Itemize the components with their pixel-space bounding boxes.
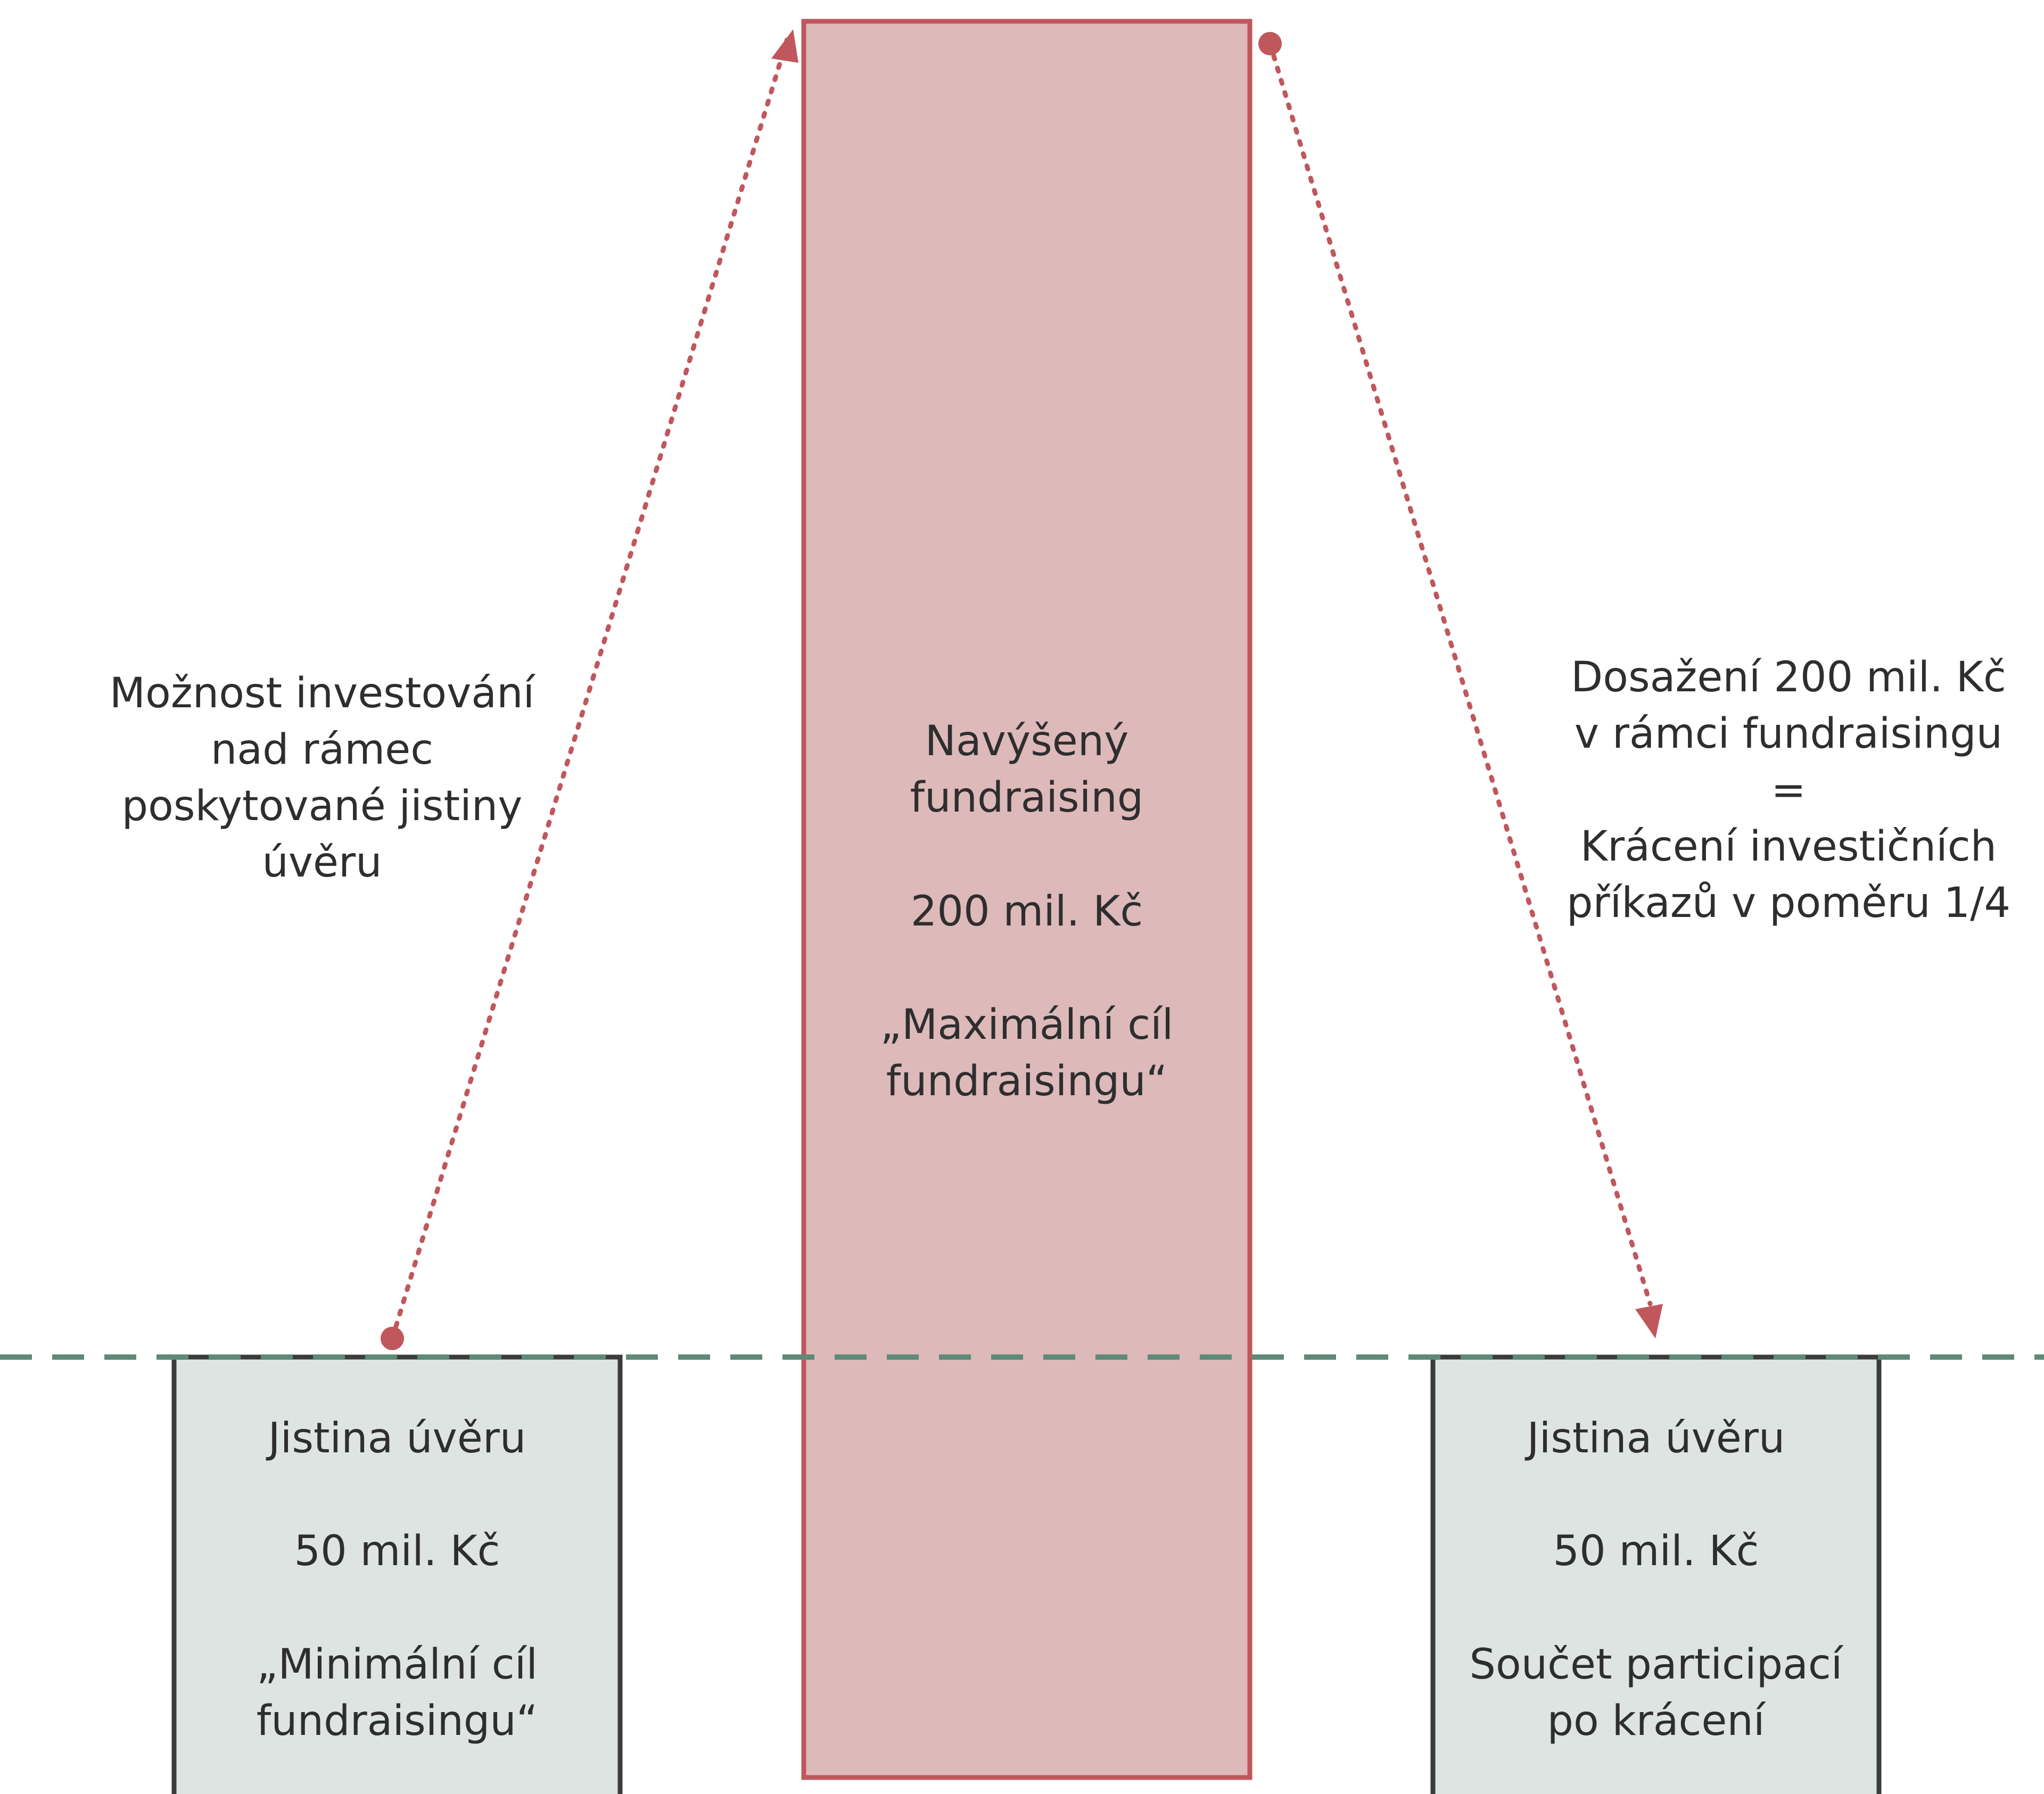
left-arrowhead [771, 29, 798, 63]
right-principal-box [1430, 1354, 1882, 1794]
right-box-amount: 50 mil. Kč [1553, 1527, 1759, 1575]
right-arrowhead [1635, 1304, 1663, 1338]
left-principal-box [171, 1354, 623, 1794]
right-box-title: Jistina úvěru [1527, 1415, 1785, 1462]
tall-box-caption: „Maximální cíl fundraisingu“ [880, 1001, 1174, 1105]
left-box-amount: 50 mil. Kč [294, 1527, 500, 1575]
left-note: Možnost investování nad rámec poskytovan… [109, 669, 535, 887]
tall-box-amount: 200 mil. Kč [910, 888, 1143, 936]
right-note: Dosažení 200 mil. Kč v rámci fundraising… [1566, 654, 2010, 927]
maximum-target-box [801, 19, 1252, 1780]
tall-box-title: Navýšený fundraising [910, 717, 1144, 822]
left-dotted-arrow [390, 35, 790, 1341]
left-box-title: Jistina úvěru [268, 1415, 526, 1462]
right-dotted-arrow [1267, 41, 1653, 1307]
left-box-caption: „Minimální cíl fundraisingu“ [256, 1641, 538, 1745]
right-box-caption: Součet participací po krácení [1469, 1641, 1843, 1745]
